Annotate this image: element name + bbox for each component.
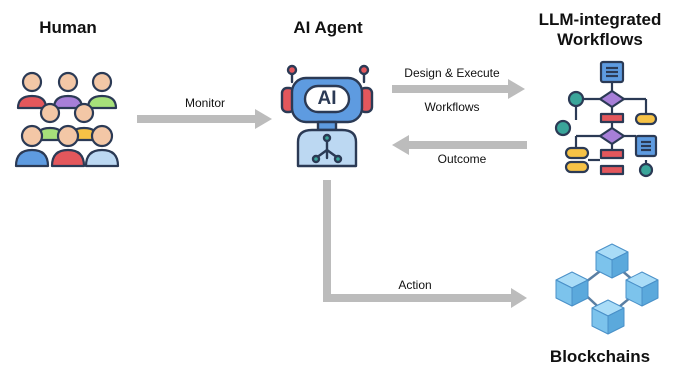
outcome-arrow (392, 135, 527, 155)
blockchains-title: Blockchains (549, 347, 651, 366)
workflows-title-line2: Workflows (557, 30, 643, 49)
action-label: Action (398, 278, 432, 292)
action-arrow (323, 180, 527, 308)
cube-left (555, 271, 589, 307)
workflows-title-line1: LLM-integrated (538, 10, 662, 29)
human-title: Human (39, 18, 97, 37)
monitor-label: Monitor (184, 96, 225, 110)
design-execute-label-line2: Workflows (424, 100, 480, 114)
robot-ai-badge: AI (317, 88, 337, 109)
design-execute-arrow (392, 79, 525, 99)
design-execute-label-line1: Design & Execute (404, 66, 500, 80)
agent-title: AI Agent (293, 18, 363, 37)
cube-top (595, 243, 629, 279)
monitor-arrow (137, 109, 272, 129)
cube-bottom (591, 299, 625, 335)
outcome-label: Outcome (437, 152, 487, 166)
cube-right (625, 271, 659, 307)
